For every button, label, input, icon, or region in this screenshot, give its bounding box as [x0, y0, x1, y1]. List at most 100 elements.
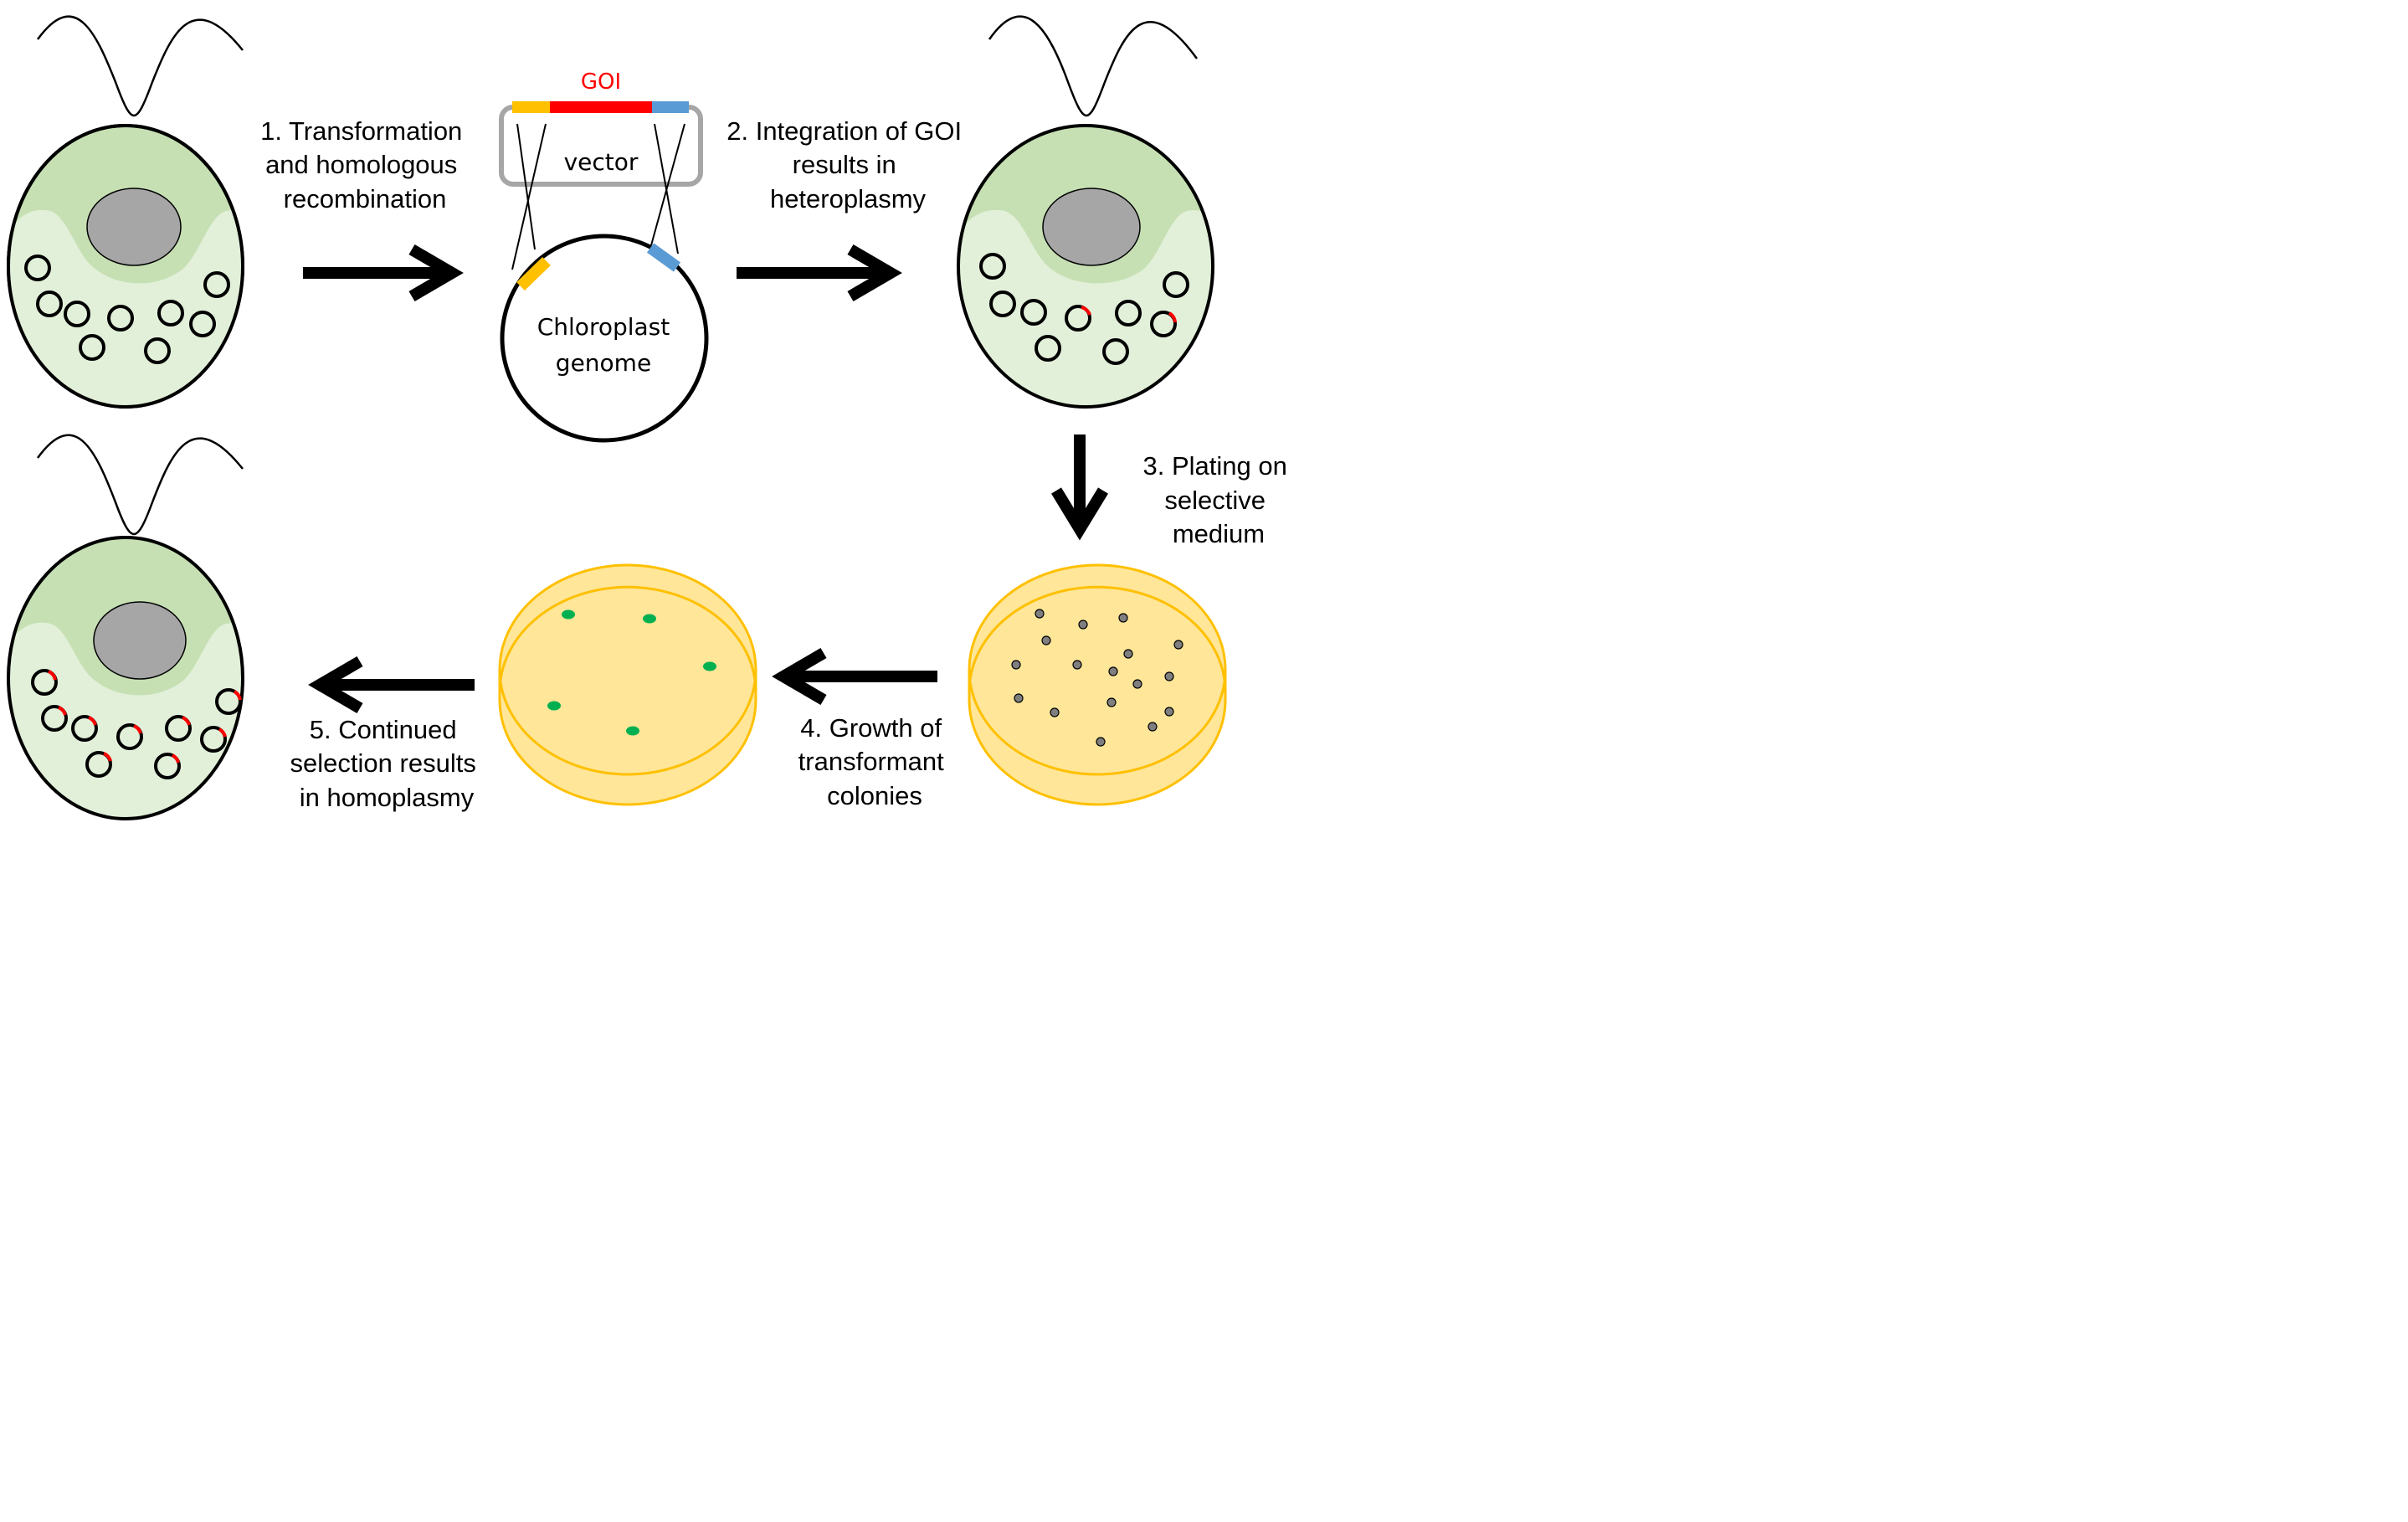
step2-label: 2. Integration of GOI results in heterop…: [727, 116, 969, 213]
goi-insert-mark: [88, 716, 97, 726]
step1-label: 1. Transformation and homologous recombi…: [260, 116, 470, 213]
arrow-step1: [303, 244, 464, 302]
genome-copies: [979, 253, 1189, 365]
goi-insert-marks: [1081, 306, 1177, 323]
arrow-step3: [1051, 434, 1108, 541]
genome-copy: [979, 253, 1006, 280]
genome-copies: [31, 669, 242, 779]
plated-cells: [1011, 609, 1183, 747]
step3-line2: selective: [1164, 486, 1266, 515]
flagella: [36, 15, 244, 117]
plated-cell: [1148, 722, 1158, 732]
genome-copy: [116, 723, 143, 750]
genome-copy: [36, 291, 63, 317]
genome-right-flank: [646, 243, 681, 272]
plated-cell: [1072, 660, 1082, 670]
petri-dish-green-colonies: [498, 563, 757, 806]
cell-homoplasmy: [7, 434, 244, 820]
arrow-step2: [737, 244, 902, 302]
flagella: [36, 434, 244, 536]
cell-outline: [7, 124, 244, 409]
step5-line2: selection results: [290, 748, 476, 778]
genome-copy: [1035, 335, 1061, 362]
genome-copy: [24, 255, 51, 281]
plated-cell: [1050, 707, 1060, 717]
step3-line3: medium: [1173, 519, 1265, 548]
plated-cell: [1173, 640, 1183, 650]
chloroplast-transformation-diagram: GOI vector Chloroplast genome: [7, 15, 1287, 820]
plated-cell: [1132, 679, 1142, 689]
genome-copy: [1065, 305, 1091, 332]
plated-cell: [1106, 697, 1117, 707]
cell-outline: [957, 124, 1214, 409]
step3-line1: 3. Plating on: [1143, 451, 1287, 481]
vector-left-flank: [512, 101, 550, 113]
plated-cell: [1164, 707, 1174, 717]
cell-wild-type: [7, 15, 244, 409]
green-colony: [643, 614, 656, 624]
genome-copy: [1115, 300, 1142, 327]
step2-line3: heteroplasmy: [770, 184, 927, 213]
step5-line1: 5. Continued: [310, 715, 457, 744]
genome-copy: [107, 305, 134, 332]
genome-label-line1: Chloroplast: [537, 313, 670, 341]
plated-cell: [1164, 671, 1174, 681]
step5-label: 5. Continued selection results in homopl…: [290, 715, 484, 812]
nucleus: [1042, 188, 1141, 266]
goi-insert-mark: [233, 690, 242, 701]
chloroplast-genome-circle: [500, 234, 709, 443]
genome-copy: [154, 753, 181, 779]
genome-copy: [1102, 338, 1129, 365]
goi-insert-mark: [103, 752, 112, 762]
plated-cell: [1041, 635, 1051, 645]
genome-copy: [200, 726, 227, 753]
genome-copy: [31, 669, 58, 696]
step4-line2: transformant: [798, 747, 944, 776]
plated-cell: [1096, 737, 1106, 747]
goi-insert-mark: [171, 753, 180, 764]
step1-line3: recombination: [284, 184, 447, 213]
genome-copy: [64, 301, 90, 327]
vector-label: vector: [564, 148, 639, 176]
green-colony: [626, 726, 639, 736]
plated-cell: [1014, 693, 1024, 703]
genome-copy: [41, 705, 68, 732]
genome-copy: [203, 271, 230, 298]
genome-copy: [71, 715, 98, 742]
step-labels: 1. Transformation and homologous recombi…: [260, 116, 1287, 812]
goi-insert-mark: [58, 706, 67, 716]
cell-heteroplasmy: [957, 15, 1214, 409]
step4-label: 4. Growth of transformant colonies: [798, 713, 952, 810]
arrow-step4: [772, 647, 937, 706]
green-colony: [562, 609, 575, 620]
dish-medium: [498, 563, 757, 776]
crossover-line: [650, 123, 685, 246]
step2-line2: results in: [793, 150, 896, 179]
plated-cell: [1108, 666, 1118, 676]
vector-right-flank: [652, 101, 689, 113]
arrow-step5: [308, 656, 475, 714]
genome-copy: [85, 751, 112, 778]
genome-copy: [1150, 311, 1177, 337]
genome-copy: [215, 688, 242, 715]
genome-copy: [165, 715, 192, 742]
dish-medium: [968, 563, 1227, 776]
step4-line1: 4. Growth of: [800, 713, 942, 743]
genome-left-flank: [516, 256, 551, 291]
goi-insert-marks: [48, 670, 242, 764]
petri-dish-plated-cells: [968, 563, 1227, 806]
goi-label: GOI: [581, 69, 621, 95]
crossover-line: [516, 123, 536, 250]
plated-cell: [1123, 649, 1133, 659]
arrows: [303, 244, 1108, 714]
goi-insert-mark: [182, 716, 191, 726]
genome-copy: [144, 337, 171, 364]
goi-insert-mark: [1081, 306, 1091, 316]
genome-copy: [1020, 299, 1047, 326]
genome-copy: [989, 291, 1016, 317]
step1-line2: and homologous: [265, 150, 457, 179]
crossover-lines: [511, 123, 685, 270]
plated-cell: [1078, 620, 1088, 630]
genome-copies: [24, 255, 230, 364]
genome-label-line2: genome: [556, 349, 651, 377]
